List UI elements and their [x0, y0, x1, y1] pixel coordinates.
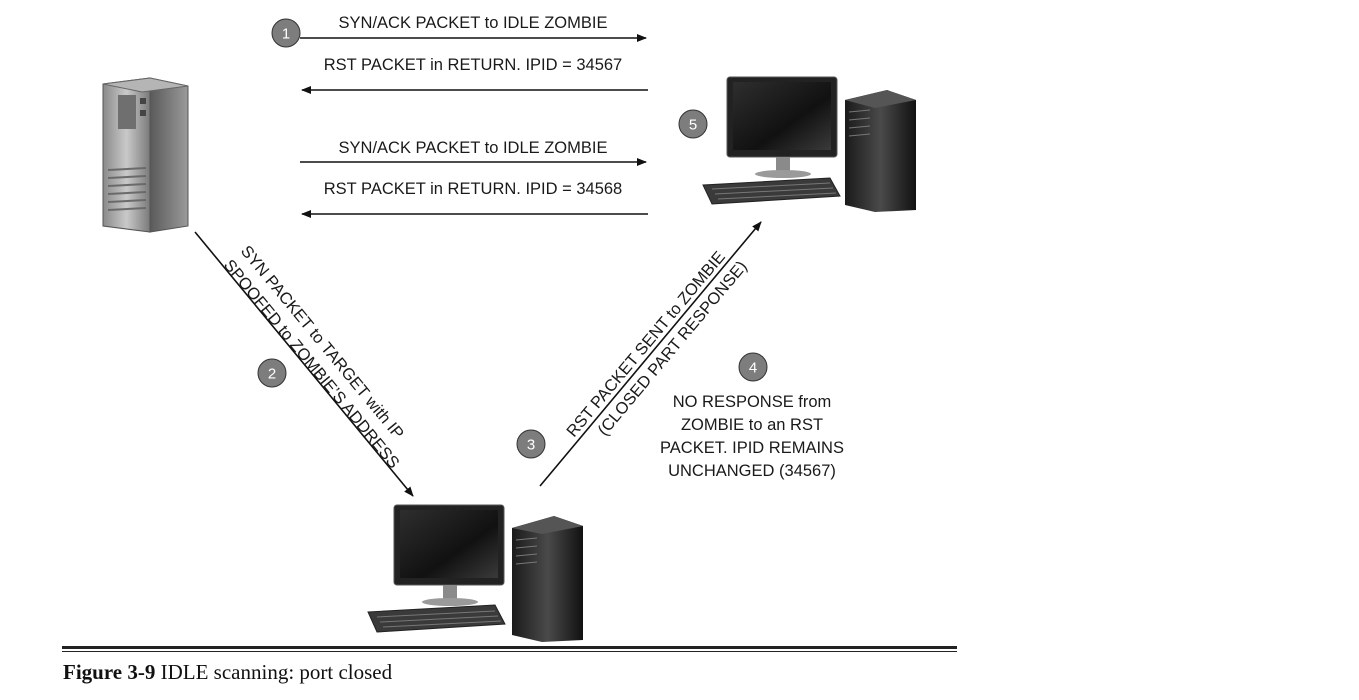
label-rst-2: RST PACKET in RETURN. IPID = 34568 [324, 180, 622, 198]
label-synack-1: SYN/ACK PACKET to IDLE ZOMBIE [339, 14, 608, 32]
svg-text:4: 4 [749, 360, 757, 377]
step-badge-4: 4 [738, 352, 768, 382]
figure-caption: Figure 3-9 IDLE scanning: port closed [63, 660, 392, 685]
target-computer-icon [367, 504, 583, 642]
label-rst-1: RST PACKET in RETURN. IPID = 34567 [324, 56, 622, 74]
note-line1: NO RESPONSE from [673, 393, 832, 411]
figure-caption-text: IDLE scanning: port closed [155, 660, 393, 684]
svg-text:5: 5 [689, 117, 697, 134]
caption-rule-thick [62, 646, 957, 649]
arrow-rst-to-zombie [539, 221, 762, 487]
note-line4: UNCHANGED (34567) [668, 462, 836, 480]
label-rst-sent-line2: (CLOSED PART RESPONSE) [594, 258, 750, 440]
label-rst-sent-line1: RST PACKET SENT to ZOMBIE [563, 248, 729, 441]
step-badge-2: 2 [257, 358, 287, 388]
label-spoofed-line2: SPOOFED to ZOMBIE’S ADDRESS [220, 256, 403, 472]
step-badge-1: 1 [271, 18, 301, 48]
svg-text:2: 2 [268, 366, 276, 383]
note-line3: PACKET. IPID REMAINS [660, 439, 844, 457]
svg-text:3: 3 [527, 437, 535, 454]
figure-number: Figure 3-9 [63, 660, 156, 684]
arrow-spoofed-syn [194, 231, 414, 497]
label-spoofed-line1: SYN PACKET to TARGET with IP [237, 242, 407, 442]
step-badge-5: 5 [678, 109, 708, 139]
step-badge-3: 3 [516, 429, 546, 459]
zombie-computer-icon [702, 76, 916, 212]
attacker-server-icon [102, 77, 189, 233]
caption-rule-thin [62, 651, 957, 652]
label-synack-2: SYN/ACK PACKET to IDLE ZOMBIE [339, 139, 608, 157]
svg-text:1: 1 [282, 26, 290, 43]
note-line2: ZOMBIE to an RST [681, 416, 823, 434]
